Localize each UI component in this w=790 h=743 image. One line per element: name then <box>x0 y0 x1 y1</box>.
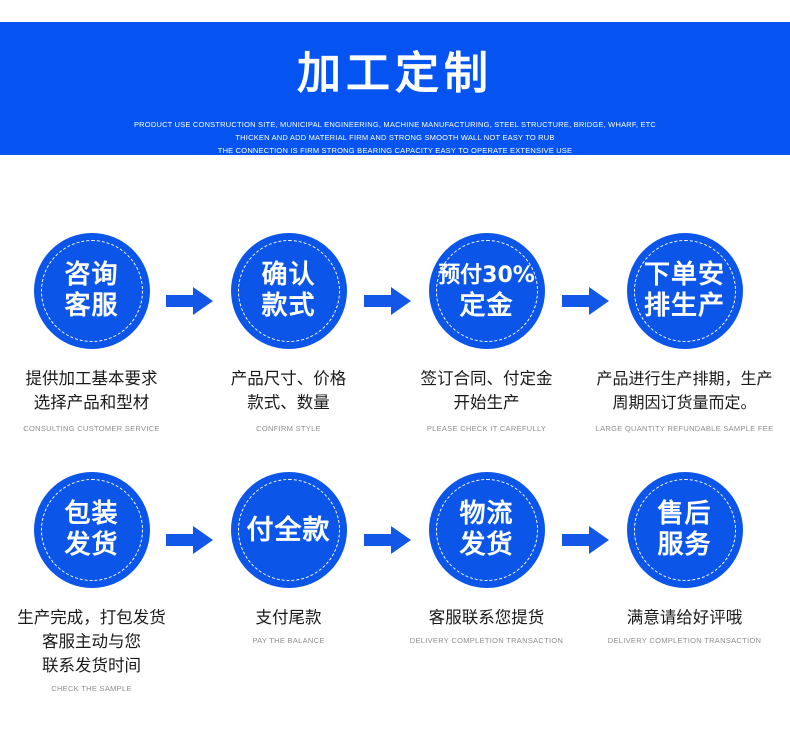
step-caption-cn-line-1: 产品尺寸、价格 <box>230 369 347 388</box>
circle-badge[interactable]: 咨询 客服 <box>33 233 150 349</box>
arrow-right-icon <box>364 285 412 317</box>
flow-step-circle[interactable]: 包装 发货 <box>33 472 150 588</box>
flow-step-circle[interactable]: 咨询 客服 <box>33 233 150 349</box>
banner-subtitle: PRODUCT USE CONSTRUCTION SITE, MUNICIPAL… <box>0 118 790 157</box>
step-caption-cn-line-2: 周期因订货量而定。 <box>612 393 757 412</box>
circle-label-line-1: 预付30% <box>438 263 535 288</box>
step-caption-cn-line-3: 联系发货时间 <box>42 656 141 675</box>
circle-label-line-2: 排生产 <box>643 291 725 321</box>
process-flow-row-1: 咨询 客服 提供加工基本要求 选择产品和型材 CONSULTING CUSTOM… <box>0 155 790 433</box>
process-flow: 咨询 客服 提供加工基本要求 选择产品和型材 CONSULTING CUSTOM… <box>0 155 790 693</box>
circle-label-line-1: 咨询 <box>64 260 119 290</box>
flow-step-packing-shipment[interactable]: 包装 发货 生产完成，打包发货 客服主动与您 联系发货时间 CHECK THE … <box>0 472 190 694</box>
step-caption-en: PLEASE CHECK IT CAREFULLY <box>426 424 547 433</box>
flow-step-production-schedule[interactable]: 下单安 排生产 产品进行生产排期，生产 周期因订货量而定。 LARGE QUAN… <box>586 233 783 434</box>
arrow-right-icon <box>562 524 610 556</box>
circle-label-line-1: 物流 <box>459 499 514 529</box>
flow-step-circle[interactable]: 确认 款式 <box>230 233 347 349</box>
circle-label-line-1: 下单安 <box>643 260 725 290</box>
flow-step-logistics[interactable]: 物流 发货 客服联系您提货 DELIVERY COMPLETION TRANSA… <box>388 472 585 646</box>
step-caption-cn-line-1: 支付尾款 <box>255 608 322 627</box>
banner-subtitle-line-2: THICKEN AND ADD MATERIAL FIRM AND STRONG… <box>235 133 555 142</box>
circle-badge[interactable]: 确认 款式 <box>230 233 347 349</box>
step-caption-cn-line-1: 满意请给好评哦 <box>626 608 743 627</box>
arrow-right-icon <box>166 285 214 317</box>
flow-step-after-sales[interactable]: 售后 服务 满意请给好评哦 DELIVERY COMPLETION TRANSA… <box>586 472 783 646</box>
step-caption-en: CHECK THE SAMPLE <box>51 684 132 693</box>
flow-step-deposit[interactable]: 预付30% 定金 签订合同、付定金 开始生产 PLEASE CHECK IT C… <box>388 233 585 434</box>
circle-label-line-2: 发货 <box>459 530 514 560</box>
circle-label-line-2: 发货 <box>64 530 119 560</box>
circle-badge[interactable]: 预付30% 定金 <box>428 233 545 349</box>
step-caption-cn-line-2: 开始生产 <box>453 393 520 412</box>
circle-label-line-1: 包装 <box>64 499 119 529</box>
banner-subtitle-line-3: THE CONNECTION IS FIRM STRONG BEARING CA… <box>217 146 573 155</box>
step-caption-cn-line-1: 客服联系您提货 <box>428 608 545 627</box>
step-caption-cn-line-1: 生产完成，打包发货 <box>17 608 166 627</box>
circle-label-line-1: 售后 <box>657 499 712 529</box>
page-title: 加工定制 <box>297 48 493 99</box>
step-caption-en: DELIVERY COMPLETION TRANSACTION <box>607 636 762 645</box>
step-caption-en: LARGE QUANTITY REFUNDABLE SAMPLE FEE <box>595 424 774 433</box>
arrow-right-icon <box>166 524 214 556</box>
step-caption-cn-line-2: 客服主动与您 <box>42 632 141 651</box>
banner-subtitle-line-1: PRODUCT USE CONSTRUCTION SITE, MUNICIPAL… <box>133 120 657 129</box>
circle-badge[interactable]: 物流 发货 <box>428 472 545 588</box>
circle-badge[interactable]: 售后 服务 <box>626 472 743 588</box>
circle-badge[interactable]: 包装 发货 <box>33 472 150 588</box>
flow-step-circle[interactable]: 预付30% 定金 <box>428 233 545 349</box>
circle-label-line-1: 付全款 <box>246 514 331 546</box>
step-caption-cn-line-1: 签订合同、付定金 <box>420 369 553 388</box>
step-caption-cn-line-1: 产品进行生产排期，生产 <box>596 369 773 388</box>
circle-badge[interactable]: 付全款 <box>230 472 347 588</box>
step-caption-en: CONSULTING CUSTOMER SERVICE <box>23 424 160 433</box>
circle-label-line-2: 客服 <box>64 291 119 321</box>
step-caption-cn-line-1: 提供加工基本要求 <box>25 369 158 388</box>
arrow-right-icon <box>562 285 610 317</box>
flow-step-circle[interactable]: 售后 服务 <box>626 472 743 588</box>
process-flow-row-2: 包装 发货 生产完成，打包发货 客服主动与您 联系发货时间 CHECK THE … <box>0 400 790 693</box>
flow-step-circle[interactable]: 付全款 <box>230 472 347 588</box>
circle-label-line-2: 款式 <box>261 291 316 321</box>
step-caption-en: CONFIRM STYLE <box>256 424 321 433</box>
circle-label-line-1: 确认 <box>261 260 316 290</box>
step-caption-en: PAY THE BALANCE <box>252 636 325 645</box>
arrow-right-icon <box>364 524 412 556</box>
circle-label-line-2: 服务 <box>657 530 712 560</box>
flow-step-circle[interactable]: 下单安 排生产 <box>626 233 743 349</box>
circle-label-line-2: 定金 <box>459 291 514 321</box>
step-caption-cn-line-2: 款式、数量 <box>247 393 330 412</box>
step-caption-en: DELIVERY COMPLETION TRANSACTION <box>409 636 564 645</box>
step-caption-cn-line-2: 选择产品和型材 <box>33 393 150 412</box>
flow-step-full-payment[interactable]: 付全款 支付尾款 PAY THE BALANCE <box>190 472 387 646</box>
flow-step-circle[interactable]: 物流 发货 <box>428 472 545 588</box>
circle-badge[interactable]: 下单安 排生产 <box>626 233 743 349</box>
flow-step-consult[interactable]: 咨询 客服 提供加工基本要求 选择产品和型材 CONSULTING CUSTOM… <box>0 233 190 434</box>
header-banner: 加工定制 PRODUCT USE CONSTRUCTION SITE, MUNI… <box>0 22 790 155</box>
